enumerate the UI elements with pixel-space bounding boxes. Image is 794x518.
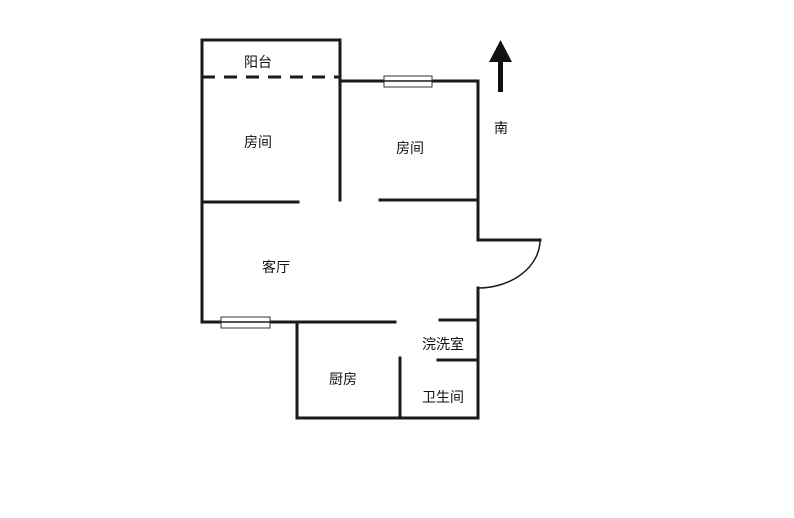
walls: [200, 38, 542, 420]
bathroom-label: 卫生间: [422, 390, 464, 406]
compass-label: 南: [494, 121, 508, 137]
entry-door-swing: [477, 239, 541, 289]
north-arrow-icon: [489, 40, 512, 92]
living-room-label: 客厅: [262, 259, 290, 276]
kitchen-label: 厨房: [329, 372, 357, 388]
washroom-label: 浣洗室: [422, 336, 464, 353]
balcony-wall: [200, 38, 342, 202]
bedroom-right-label: 房间: [396, 141, 424, 157]
bedroom-left-label: 房间: [244, 135, 272, 151]
balcony-label: 阳台: [244, 55, 272, 71]
